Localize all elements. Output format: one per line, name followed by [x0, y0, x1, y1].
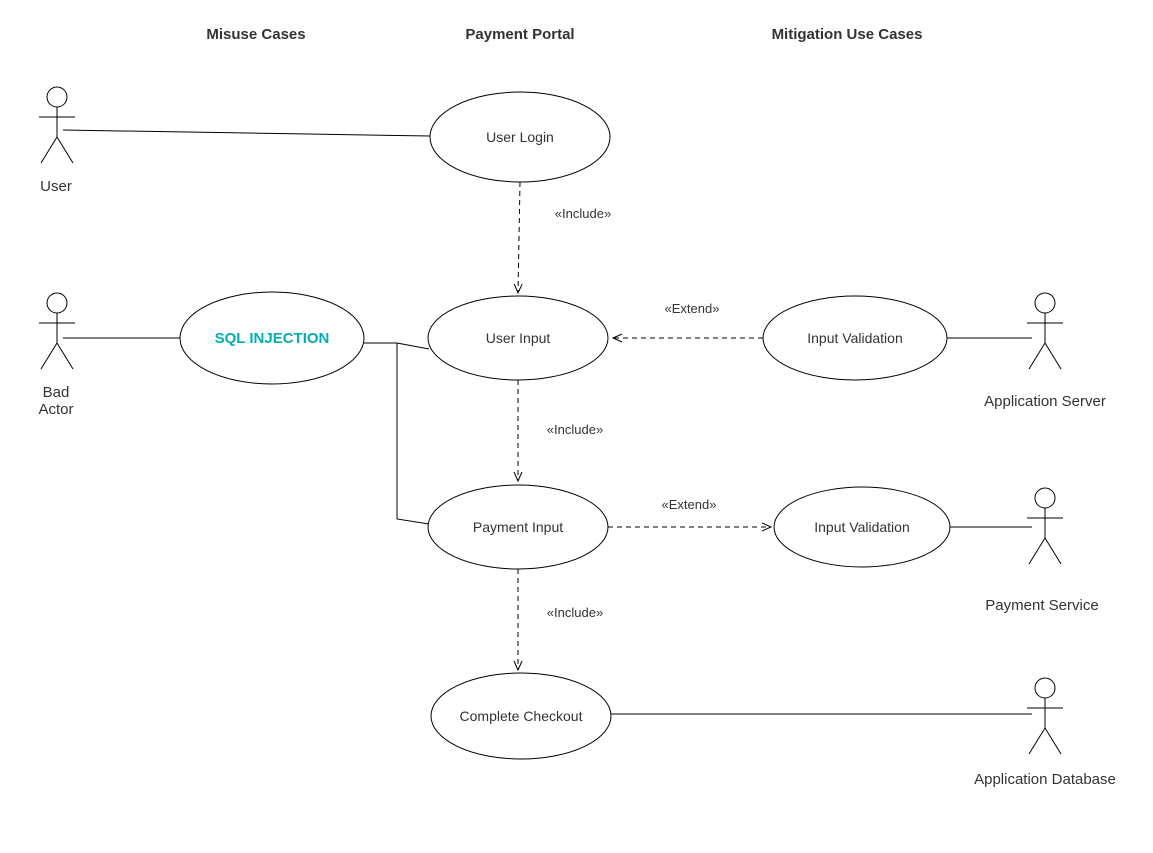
actor-application-server: Application Server: [984, 292, 1106, 410]
actor-payment-service-head: [1034, 487, 1056, 509]
edge-sql-to-payment-input: [396, 343, 430, 525]
extend-label-1: «Extend»: [665, 301, 720, 316]
actor-bad-actor-label-line1: Bad: [43, 384, 70, 401]
actor-bad-actor: Bad Actor: [38, 292, 75, 418]
usecase-input-validation-top: Input Validation: [762, 295, 948, 381]
usecase-user-input-shape: [427, 295, 609, 381]
usecase-input-validation-bottom-label: Input Validation: [814, 519, 909, 535]
usecase-user-login-shape: [429, 91, 611, 183]
edge-user-to-user-login: [62, 129, 431, 137]
usecase-input-validation-top-shape: [762, 295, 948, 381]
actor-application-database-label: Application Database: [974, 771, 1116, 788]
edge-sql-to-user-input: [396, 342, 430, 350]
usecase-input-validation-bottom-shape: [773, 486, 951, 568]
actor-application-server-label: Application Server: [984, 393, 1106, 410]
usecase-input-validation-bottom: Input Validation: [773, 486, 951, 568]
actor-bad-actor-label-line2: Actor: [38, 401, 73, 418]
usecase-user-input-label: User Input: [486, 330, 551, 346]
usecase-input-validation-top-label: Input Validation: [807, 330, 902, 346]
usecase-sql-injection: SQL INJECTION: [179, 291, 365, 385]
actor-application-server-head: [1034, 292, 1056, 314]
usecase-complete-checkout: Complete Checkout: [430, 672, 612, 760]
usecase-user-login: User Login: [429, 91, 611, 183]
actor-application-database-head: [1034, 677, 1056, 699]
actor-user-head: [46, 86, 68, 108]
actor-user-label: User: [40, 178, 72, 195]
include-label-2: «Include»: [547, 422, 603, 437]
column-header-misuse-cases: Misuse Cases: [206, 26, 305, 43]
include-label-1: «Include»: [555, 206, 611, 221]
include-label-3: «Include»: [547, 605, 603, 620]
column-header-payment-portal: Payment Portal: [465, 26, 574, 43]
actor-application-database: Application Database: [974, 677, 1116, 788]
usecase-user-input: User Input: [427, 295, 609, 381]
actor-user: User: [39, 86, 75, 195]
usecase-payment-input-label: Payment Input: [473, 519, 563, 535]
column-header-mitigation-use-cases: Mitigation Use Cases: [772, 26, 923, 43]
actor-payment-service-label: Payment Service: [985, 597, 1098, 614]
usecase-complete-checkout-shape: [430, 672, 612, 760]
usecase-user-login-label: User Login: [486, 129, 554, 145]
actor-bad-actor-head: [46, 292, 68, 314]
usecase-complete-checkout-label: Complete Checkout: [460, 708, 583, 724]
usecase-sql-injection-shape: [179, 291, 365, 385]
usecase-payment-input: Payment Input: [427, 484, 609, 570]
include-arrow-login-to-user-input: [513, 181, 523, 295]
extend-label-2: «Extend»: [662, 497, 717, 512]
usecase-sql-injection-label: SQL INJECTION: [215, 330, 330, 347]
usecase-payment-input-shape: [427, 484, 609, 570]
actor-payment-service: Payment Service: [985, 487, 1099, 614]
